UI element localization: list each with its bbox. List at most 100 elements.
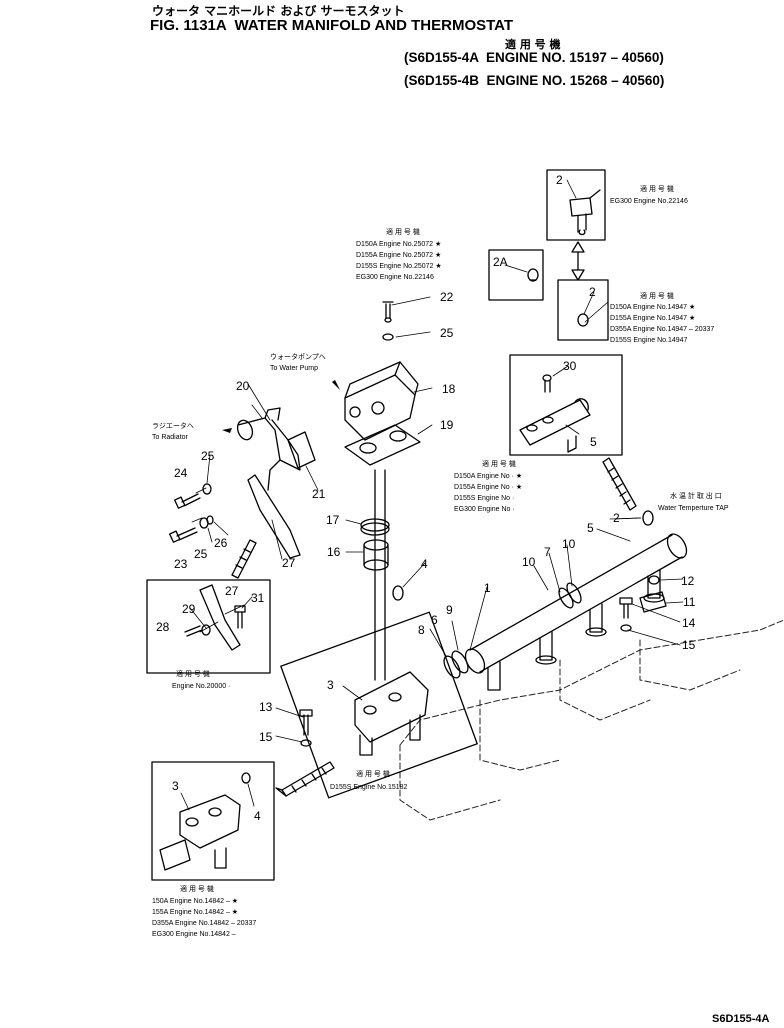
callout-4-variant: 4 — [254, 809, 261, 823]
note-f-heading: 適 用 号 機 — [356, 769, 390, 778]
callout-5-upper: 5 — [590, 435, 597, 449]
water-temp-tap-jp: 水 温 計 取 出 口 — [670, 491, 722, 500]
leader-lines — [180, 179, 684, 811]
japanese-title: ウォータ マニホールド および サーモスタット — [152, 4, 405, 18]
note-g-heading: 適 用 号 機 — [180, 884, 214, 893]
lower-housing-3-variant — [159, 772, 251, 871]
bracket-27 — [247, 474, 301, 559]
note-b-heading: 適 用 号 機 — [386, 227, 420, 236]
callout-17: 17 — [326, 513, 340, 527]
callout-2a: 2A — [493, 255, 508, 269]
box-part-2-top — [546, 169, 606, 241]
note-d-line-1: D150A Engine No · ★ — [454, 472, 522, 480]
note-d-line-2: D155A Engine No · ★ — [454, 483, 522, 491]
water-manifold-pipe — [464, 533, 688, 691]
note-a-line-1: EG300 Engine No.22146 — [610, 198, 688, 205]
note-e-line-1: Engine No.20000 · — [172, 683, 230, 690]
bolts-left — [169, 483, 214, 543]
upper-manifold-section — [509, 354, 623, 456]
note-f-line-1: D155S Engine No.15182 — [330, 784, 408, 791]
callout-16: 16 — [327, 545, 341, 559]
replacement-arrow-vertical — [571, 241, 585, 281]
callout-20: 20 — [236, 379, 250, 393]
box-part-2-mid — [557, 279, 609, 341]
callout-15-right: 15 — [682, 638, 696, 652]
callout-24: 24 — [174, 466, 188, 480]
callout-22: 22 — [440, 290, 454, 304]
box-part-2a — [488, 249, 544, 301]
gasket-21 — [287, 431, 316, 469]
callout-28: 28 — [156, 620, 170, 634]
engine-range-4b: (S6D155-4B ENGINE NO. 15268 – 40560) — [404, 73, 665, 88]
note-c-line-1: D150A Engine No.14947 ★ — [610, 303, 695, 311]
callout-7: 7 — [544, 545, 551, 559]
note-d-line-3: D155S Engine No · — [454, 495, 514, 502]
seal-rings — [443, 582, 582, 679]
callout-23: 23 — [174, 557, 188, 571]
engine-block-outline — [399, 619, 784, 821]
note-d-heading: 適 用 号 機 — [482, 459, 516, 468]
elbow-20 — [236, 407, 301, 491]
callout-26: 26 — [214, 536, 228, 550]
note-b-line-2: D155A Engine No.25072 ★ — [356, 251, 441, 259]
thermostat-17 — [360, 518, 390, 532]
callout-18: 18 — [442, 382, 456, 396]
callout-9: 9 — [446, 603, 453, 617]
callout-2-top: 2 — [556, 173, 563, 187]
note-g-line-4: EG300 Engine No.14842 – — [152, 931, 236, 938]
note-g-line-3: D355A Engine No.14842 – 20337 — [152, 920, 256, 927]
callout-1: 1 — [484, 581, 491, 595]
callout-12: 12 — [681, 574, 695, 588]
note-e-heading: 適 用 号 機 — [176, 669, 210, 678]
note-c-line-3: D355A Engine No.14947 – 20337 — [610, 326, 714, 333]
callout-8: 8 — [418, 623, 425, 637]
box-bracket-variant — [146, 579, 271, 674]
callout-21: 21 — [312, 487, 326, 501]
note-a-heading: 適 用 号 機 — [640, 184, 674, 193]
figure-title: FIG. 1131A WATER MANIFOLD AND THERMOSTAT — [150, 17, 514, 34]
note-g-line-2: 155A Engine No.14842 – ★ — [152, 908, 238, 916]
note-b-line-3: D155S Engine No.25072 ★ — [356, 262, 442, 270]
to-water-pump-jp: ウォータポンプへ — [270, 352, 326, 361]
callout-11: 11 — [683, 595, 696, 609]
hatched-arrow-left — [231, 539, 257, 579]
hatched-arrow-water-temp — [602, 457, 637, 511]
footer-model-code: S6D155-4A — [712, 1013, 770, 1025]
to-radiator-label: To Radiator — [152, 434, 188, 441]
callout-10-right: 10 — [562, 537, 576, 551]
callout-6: 6 — [431, 613, 438, 627]
callout-2-mid: 2 — [589, 285, 596, 299]
callout-25-low: 25 — [194, 547, 208, 561]
callout-29: 29 — [182, 602, 196, 616]
water-temp-tap-label: Water Temperture TAP — [658, 505, 729, 512]
box-housing-variant — [151, 761, 275, 881]
to-water-pump-label: To Water Pump — [270, 365, 318, 372]
callout-30: 30 — [563, 359, 577, 373]
callout-31: 31 — [251, 591, 265, 605]
callout-19: 19 — [440, 418, 454, 432]
note-b-line-4: EG300 Engine No.22146 — [356, 274, 434, 281]
note-c-heading: 適 用 号 機 — [640, 291, 674, 300]
thermostat-16 — [363, 539, 389, 571]
to-radiator-jp: ラジエータへ — [152, 421, 194, 430]
callout-3-main: 3 — [327, 678, 334, 692]
lower-housing-3 — [354, 671, 429, 756]
callout-27-top: 27 — [282, 556, 296, 570]
callout-25-mid: 25 — [201, 449, 215, 463]
callout-14: 14 — [682, 616, 696, 630]
hatched-arrow-lower — [275, 761, 335, 797]
callout-13: 13 — [259, 700, 273, 714]
note-c-line-2: D155A Engine No.14947 ★ — [610, 314, 695, 322]
gasket-19 — [344, 424, 421, 466]
callout-3-variant: 3 — [172, 779, 179, 793]
plug-4 — [392, 585, 404, 601]
callout-5-lower: 5 — [587, 521, 594, 535]
lower-housing-box — [280, 611, 478, 799]
note-d-line-4: EG300 Engine No · — [454, 506, 515, 513]
note-g-line-1: 150A Engine No.14842 – ★ — [152, 897, 238, 905]
callout-15-left: 15 — [259, 730, 273, 744]
callout-25-top: 25 — [440, 326, 454, 340]
callout-10-left: 10 — [522, 555, 536, 569]
